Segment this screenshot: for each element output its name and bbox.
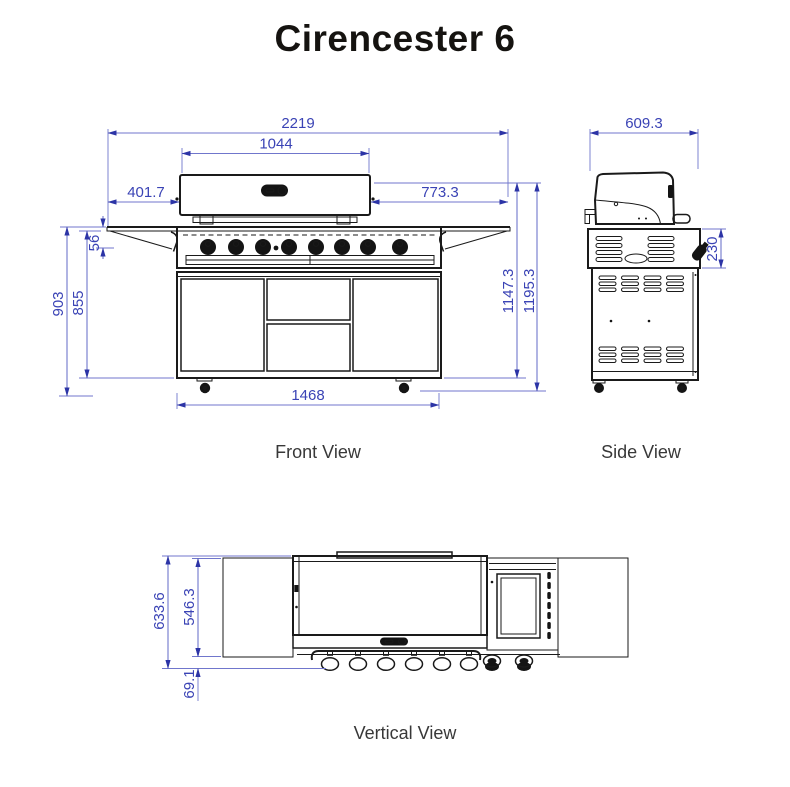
hinge-pin-right — [371, 197, 375, 201]
dim-label-total-height: 1195.3 — [521, 269, 538, 314]
hood-handle — [192, 214, 358, 225]
lower-drawer — [266, 323, 351, 372]
front-panel-top — [292, 634, 488, 649]
dim-label-body-height: 855 — [70, 290, 87, 315]
dim-label-shelf-height: 903 — [50, 291, 67, 316]
dim-label-panel-height: 230 — [704, 236, 721, 261]
left-door — [180, 278, 265, 372]
side-burner-knob — [691, 241, 709, 261]
handle-end — [584, 209, 596, 215]
dim-depth: 609.3 — [589, 115, 699, 136]
hood-vent — [668, 185, 673, 198]
handle-cutout — [624, 253, 648, 264]
dim-left-offset: 401.7 — [107, 184, 180, 205]
dim-label-shelf-thickness: 56 — [86, 235, 103, 252]
front-view: 2219 1044 401.7 773.3 56 — [50, 115, 546, 462]
dim-label-overall-width: 2219 — [281, 115, 314, 132]
lid-top — [292, 555, 488, 636]
burner-knobs — [200, 239, 408, 255]
left-shelf-top — [222, 557, 294, 658]
cart-vents-top — [598, 275, 684, 292]
dim-label-total-depth: 633.6 — [151, 592, 168, 630]
front-view-drawing — [106, 174, 511, 394]
vertical-view: 633.6 546.3 69.1 Vertical View — [151, 551, 629, 743]
side-burner-knobs-top — [482, 654, 534, 671]
dim-total-depth: 633.6 — [151, 555, 171, 669]
side-view: 609.3 230 Side View — [584, 115, 726, 462]
front-view-label: Front View — [275, 442, 362, 462]
igniter-button — [273, 245, 279, 251]
dim-right-offset: 773.3 — [370, 184, 509, 205]
vertical-view-drawing — [222, 551, 629, 672]
left-shelf — [106, 226, 178, 252]
right-shelf-top — [557, 557, 629, 658]
right-shelf — [439, 226, 511, 252]
dim-hood-height: 1147.3 — [500, 182, 520, 379]
dim-shelf-thickness: 56 — [86, 216, 106, 259]
knobs-top — [320, 656, 479, 672]
vertical-view-dimensions: 633.6 546.3 69.1 — [151, 555, 326, 701]
side-view-label: Side View — [601, 442, 682, 462]
front-view-dimensions: 2219 1044 401.7 773.3 56 — [50, 115, 546, 409]
dim-label-left-offset: 401.7 — [127, 184, 165, 201]
dim-body-height: 855 — [70, 230, 90, 379]
upper-drawer — [266, 278, 351, 321]
right-door — [352, 278, 439, 372]
cart-vents-bottom — [598, 346, 684, 363]
dim-knob-depth: 69.1 — [181, 647, 201, 699]
vertical-view-label: Vertical View — [354, 723, 458, 743]
dim-label-right-offset: 773.3 — [421, 184, 459, 201]
dim-panel-height: 230 — [704, 228, 724, 269]
dim-label-hood-height: 1147.3 — [500, 269, 517, 314]
dim-label-base-width: 1468 — [291, 387, 324, 404]
hood-profile — [584, 171, 691, 225]
side-casters — [592, 379, 689, 393]
dim-total-height: 1195.3 — [521, 182, 540, 392]
grease-tray — [185, 255, 435, 265]
dim-hood-width: 1044 — [181, 136, 370, 157]
dim-base-width: 1468 — [176, 387, 440, 408]
dim-body-depth: 546.3 — [181, 558, 201, 657]
dim-overall-width: 2219 — [107, 115, 509, 136]
side-control-panel — [587, 228, 709, 269]
dim-label-body-depth: 546.3 — [181, 588, 198, 626]
page-title: Cirencester 6 — [274, 18, 516, 59]
hinge-pin-left — [175, 197, 179, 201]
side-view-drawing — [584, 171, 709, 393]
hood-badge — [261, 184, 288, 197]
burner-vent-slots — [547, 572, 551, 639]
casters — [196, 377, 412, 394]
control-panel — [176, 226, 442, 269]
dim-label-hood-width: 1044 — [259, 136, 292, 153]
side-view-dimensions: 609.3 230 — [589, 115, 726, 269]
hood — [179, 174, 371, 216]
cart — [176, 271, 442, 379]
knob-rail — [310, 650, 482, 661]
rotisserie-mount — [672, 213, 691, 224]
dim-label-knob-depth: 69.1 — [181, 669, 198, 698]
dim-label-depth: 609.3 — [625, 115, 663, 132]
side-cart — [591, 267, 699, 381]
dim-shelf-height: 903 — [50, 226, 70, 397]
side-burner-top — [486, 557, 559, 651]
